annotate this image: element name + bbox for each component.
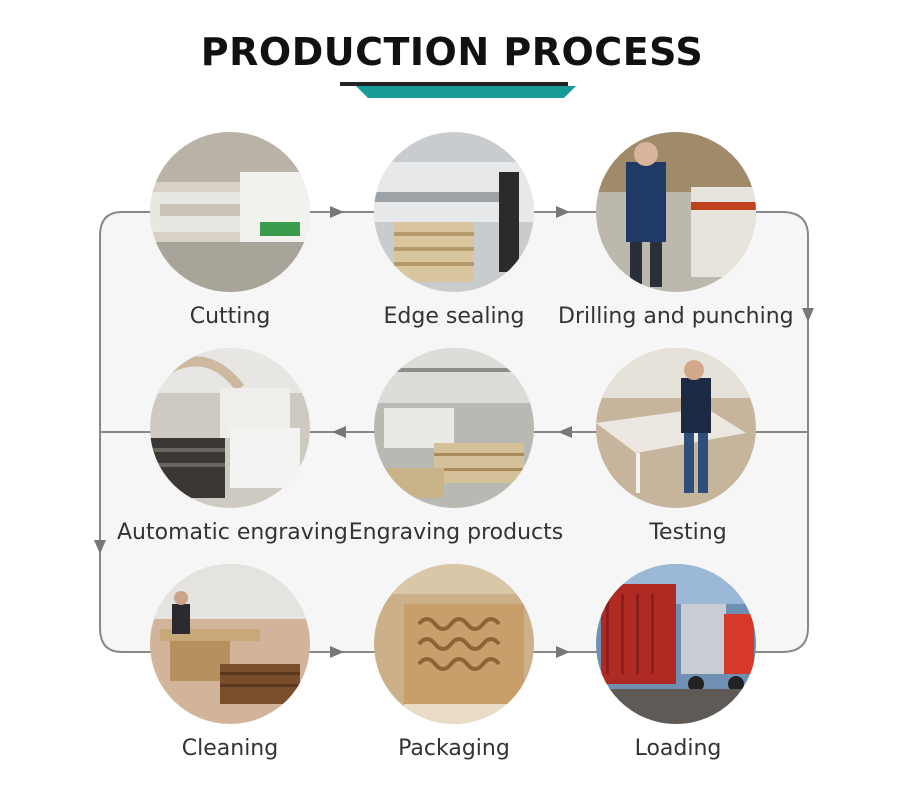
- cutting-photo: [150, 132, 310, 292]
- loading-photo: [596, 564, 756, 724]
- arrow-right-1: [330, 206, 344, 218]
- step-label-edge-sealing: Edge sealing: [383, 304, 525, 329]
- arrow-down-left: [94, 540, 106, 554]
- title-accent-tab: [356, 86, 576, 98]
- step-label-loading: Loading: [634, 736, 722, 761]
- arrow-left-2: [332, 426, 346, 438]
- step-label-cutting: Cutting: [189, 304, 271, 329]
- step-label-engraving-products: Engraving products: [348, 520, 564, 545]
- testing-photo: [596, 348, 756, 508]
- arrow-right-3: [330, 646, 344, 658]
- drilling-photo: [596, 132, 756, 292]
- packaging-photo: [374, 564, 534, 724]
- step-label-drilling: Drilling and punching: [558, 304, 794, 329]
- arrow-left-1: [558, 426, 572, 438]
- title-underline: [340, 82, 568, 86]
- step-label-cleaning: Cleaning: [181, 736, 279, 761]
- automatic-engraving-photo: [150, 348, 310, 508]
- step-label-testing: Testing: [649, 520, 727, 545]
- cleaning-photo: [150, 564, 310, 724]
- arrow-right-4: [556, 646, 570, 658]
- step-label-packaging: Packaging: [398, 736, 510, 761]
- engraving-products-photo: [374, 348, 534, 508]
- step-label-automatic-engraving: Automatic engraving: [117, 520, 348, 545]
- page-title: PRODUCTION PROCESS: [200, 30, 704, 74]
- arrow-right-2: [556, 206, 570, 218]
- arrow-down-right: [802, 308, 814, 322]
- edge-sealing-photo: [374, 132, 534, 292]
